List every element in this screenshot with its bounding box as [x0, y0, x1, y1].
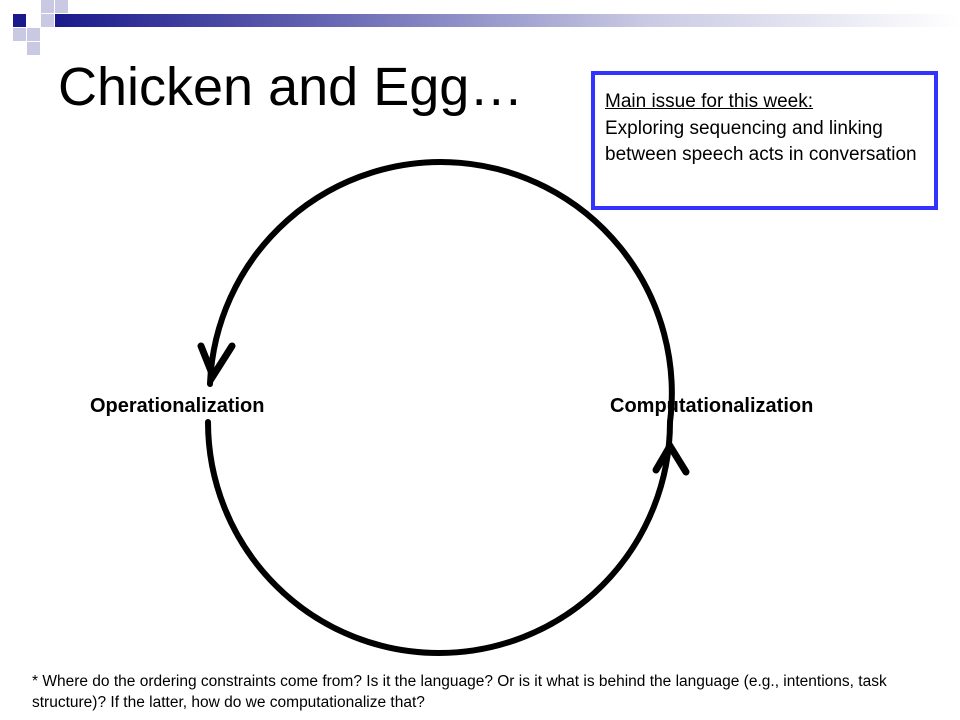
note-box: Main issue for this week: Exploring sequ… — [591, 71, 938, 210]
cycle-arc-top — [207, 159, 675, 425]
arrowhead-down-icon — [197, 342, 236, 384]
note-heading: Main issue for this week: — [605, 91, 814, 112]
arrowhead-up-icon — [652, 439, 690, 476]
decorative-square — [27, 42, 40, 55]
note-body: Exploring sequencing and linking between… — [605, 117, 917, 166]
decorative-square — [41, 0, 54, 13]
decorative-square — [13, 14, 26, 27]
decorative-squares — [0, 0, 80, 60]
operationalization-label: Operationalization — [90, 395, 265, 417]
cycle-arc-bottom — [205, 419, 673, 656]
computationalization-label: Computationalization — [610, 395, 814, 417]
decorative-square — [13, 28, 26, 41]
footnote: * Where do the ordering constraints come… — [32, 673, 887, 711]
slide-title: Chicken and Egg… — [58, 57, 524, 117]
decorative-square — [27, 28, 40, 41]
decorative-square — [41, 14, 54, 27]
decorative-square — [55, 0, 68, 13]
title-gradient-bar — [55, 14, 960, 27]
